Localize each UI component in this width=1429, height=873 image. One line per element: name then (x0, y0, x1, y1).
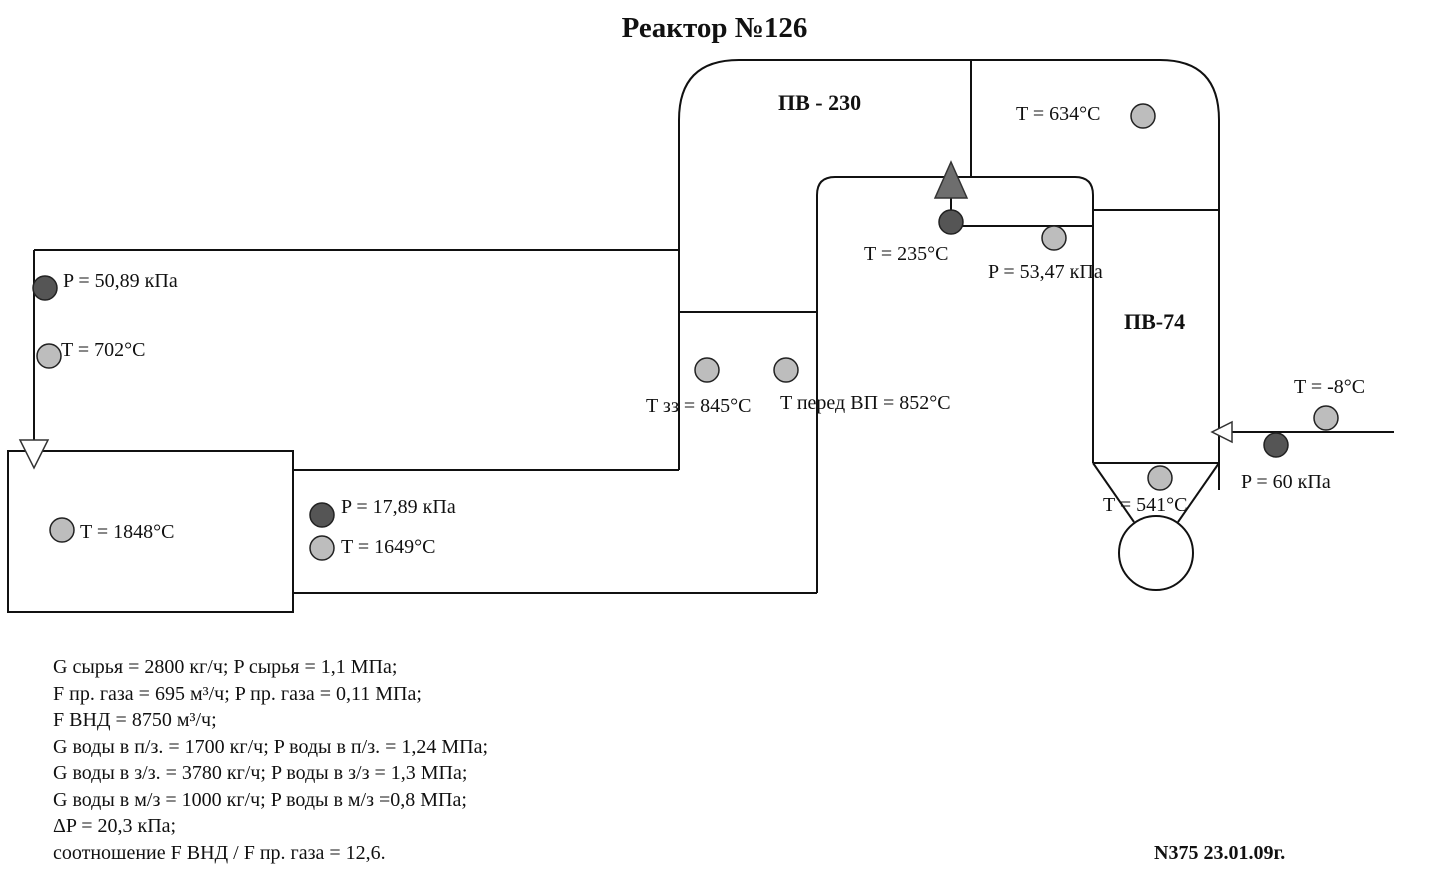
reading-t-235: T = 235°C (864, 243, 949, 265)
reactor-box (7, 450, 294, 613)
reading-p-5347: P = 53,47 кПа (988, 261, 1103, 283)
temperature-sensor-zz (694, 357, 720, 383)
outer-arch (678, 59, 1220, 490)
reading-t-zz: T зз = 845°C (646, 395, 752, 417)
note-line: F пр. газа = 695 м³/ч; P пр. газа = 0,11… (53, 682, 422, 705)
inner-arch (816, 176, 1094, 463)
note-line: G воды в п/з. = 1700 кг/ч; P воды в п/з.… (53, 735, 489, 758)
temperature-sensor-minus8 (1313, 405, 1339, 431)
reading-t-minus8: T = -8°C (1294, 376, 1366, 398)
process-notes: G сырья = 2800 кг/ч; P сырья = 1,1 МПа; … (53, 654, 488, 866)
hopper-left (1092, 462, 1135, 523)
unit-label-pv74: ПВ-74 (1124, 309, 1186, 334)
note-line: G воды в з/з. = 3780 кг/ч; P воды в з/з … (53, 762, 468, 784)
temperature-sensor-pered-vp (773, 357, 799, 383)
reading-t-reactor-out: T = 1649°C (341, 536, 436, 558)
unit-label-pv230: ПВ - 230 (778, 90, 862, 115)
temperature-sensor-5347 (1041, 225, 1067, 251)
reading-p-top-left: P = 50,89 кПа (63, 270, 178, 292)
pressure-sensor-235 (938, 209, 964, 235)
note-line: G сырья = 2800 кг/ч; P сырья = 1,1 МПа; (53, 656, 398, 678)
note-line: соотношение F ВНД / F пр. газа = 12,6. (53, 841, 386, 864)
temperature-sensor-reactor-out (309, 535, 335, 561)
pressure-sensor-60 (1263, 432, 1289, 458)
note-line: ΔP = 20,3 кПа; (53, 815, 177, 837)
reading-p-60: P = 60 кПа (1241, 471, 1331, 493)
note-line: G воды в м/з = 1000 кг/ч; P воды в м/з =… (53, 788, 467, 811)
reading-t-541: T = 541°C (1103, 494, 1188, 516)
reading-p-reactor-out: P = 17,89 кПа (341, 496, 456, 518)
temperature-sensor-reactor (49, 517, 75, 543)
reading-t-reactor: T = 1848°C (80, 521, 175, 543)
inlet-arrow-down (18, 439, 50, 470)
reading-t-top-left: T = 702°C (61, 339, 146, 361)
hopper-right (1177, 462, 1220, 523)
hopper-drum (1118, 515, 1194, 591)
pressure-sensor-top-left (32, 275, 58, 301)
outlet-arrow-up (933, 160, 969, 199)
pressure-sensor-reactor-out (309, 502, 335, 528)
document-reference: N375 23.01.09г. (1154, 842, 1286, 864)
temperature-sensor-541 (1147, 465, 1173, 491)
diagram-title: Реактор №126 (621, 12, 808, 44)
reading-t-634: T = 634°C (1016, 103, 1101, 125)
right-inlet-arrow (1210, 420, 1233, 444)
temperature-sensor-top-left (36, 343, 62, 369)
note-line: F ВНД = 8750 м³/ч; (53, 709, 217, 731)
temperature-sensor-634 (1130, 103, 1156, 129)
reading-t-pered-vp: T перед ВП = 852°C (780, 392, 951, 414)
